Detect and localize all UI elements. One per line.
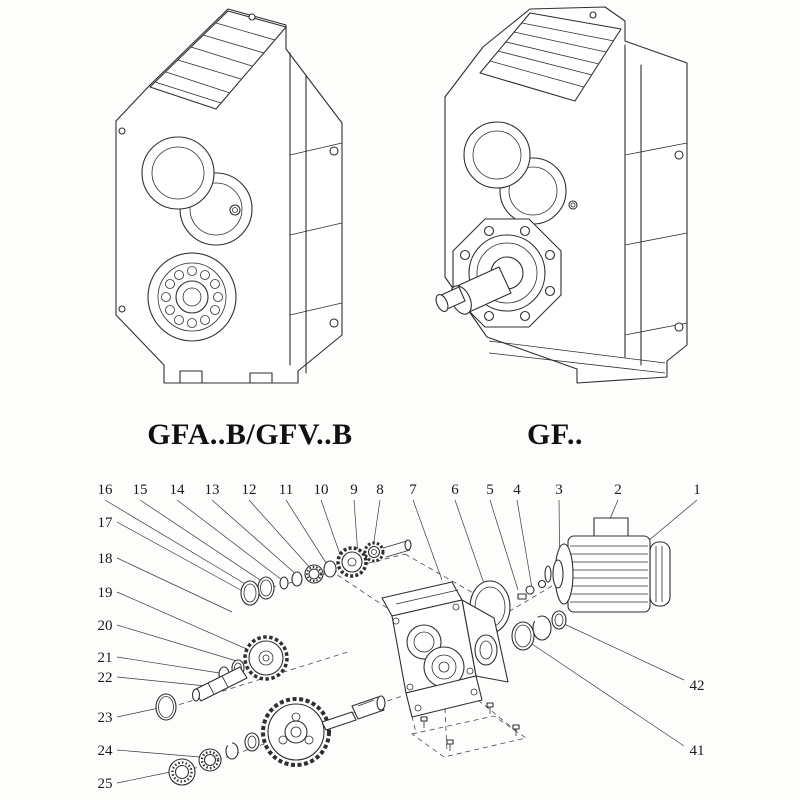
callout-12: 12 — [242, 482, 257, 498]
callout-10: 10 — [314, 482, 329, 498]
callout-18: 18 — [98, 551, 113, 567]
callout-3: 3 — [555, 482, 563, 498]
callout-15: 15 — [133, 482, 148, 498]
coupling-parts — [517, 579, 547, 600]
callout-7: 7 — [409, 482, 417, 498]
callout-24: 24 — [98, 743, 114, 759]
callout-6: 6 — [451, 482, 459, 498]
model-label-gfab: GFA..B/GFV..B — [147, 418, 353, 451]
base-plate — [411, 702, 527, 758]
callout-42: 42 — [690, 678, 705, 694]
callout-11: 11 — [279, 482, 293, 498]
housing-screws — [118, 13, 339, 328]
callout-9: 9 — [350, 482, 358, 498]
gear-housing — [381, 581, 509, 718]
callout-17: 17 — [98, 515, 114, 531]
callout-13: 13 — [205, 482, 220, 498]
callout-5: 5 — [486, 482, 494, 498]
input-bores — [141, 136, 253, 246]
callout-21: 21 — [98, 650, 113, 666]
callout-20: 20 — [98, 618, 113, 634]
housing-screws — [568, 11, 684, 332]
intermediate-gear-cluster — [155, 635, 289, 721]
callout-numbers: 16 15 14 13 12 11 10 9 8 7 6 5 4 3 2 1 1… — [98, 482, 705, 792]
callout-23: 23 — [98, 710, 113, 726]
callout-41: 41 — [690, 743, 705, 759]
model-label-gf: GF.. — [527, 418, 583, 451]
callout-4: 4 — [513, 482, 521, 498]
output-bearing — [147, 252, 237, 342]
motor-assembly — [544, 517, 671, 613]
callout-19: 19 — [98, 585, 113, 601]
callout-1: 1 — [693, 482, 701, 498]
callout-2: 2 — [614, 482, 622, 498]
callout-16: 16 — [98, 482, 114, 498]
leader-lines — [104, 499, 698, 784]
gearbox-drawing-gf — [435, 6, 688, 384]
callout-25: 25 — [98, 776, 113, 792]
callout-8: 8 — [376, 482, 384, 498]
callout-22: 22 — [98, 670, 113, 686]
output-side-rings — [511, 610, 567, 651]
output-shaft — [435, 266, 512, 315]
input-gear-cluster — [240, 539, 412, 606]
output-gear-cluster — [168, 695, 386, 786]
gearbox-drawing-gfab — [115, 8, 343, 384]
callout-14: 14 — [170, 482, 186, 498]
exploded-parts-diagram: 16 15 14 13 12 11 10 9 8 7 6 5 4 3 2 1 1… — [98, 482, 705, 792]
